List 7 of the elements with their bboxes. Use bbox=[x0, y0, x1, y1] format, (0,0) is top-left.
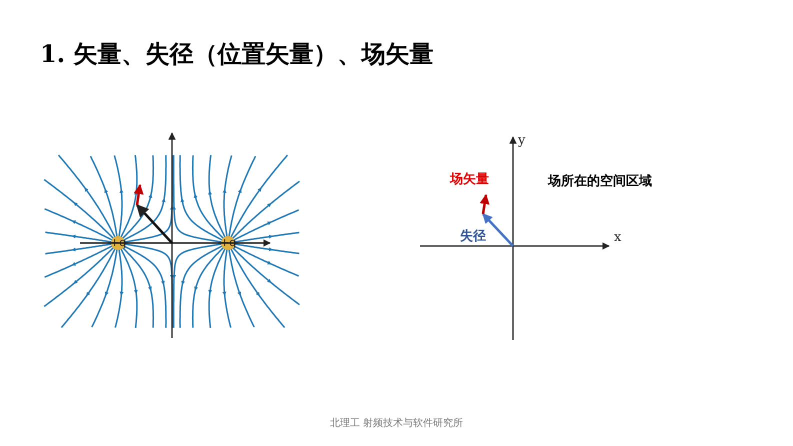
footer-text: 北理工 射频技术与软件研究所 bbox=[330, 419, 464, 429]
vector-label: 场矢量 bbox=[450, 173, 489, 186]
region-label: 场所在的空间区域 bbox=[548, 175, 652, 188]
axis-label: y bbox=[518, 134, 526, 147]
axis-label: x bbox=[614, 231, 622, 244]
slide-title: 1. 矢量、失径（位置矢量）、场矢量 bbox=[40, 42, 434, 66]
vector-label: 失径 bbox=[460, 230, 486, 243]
